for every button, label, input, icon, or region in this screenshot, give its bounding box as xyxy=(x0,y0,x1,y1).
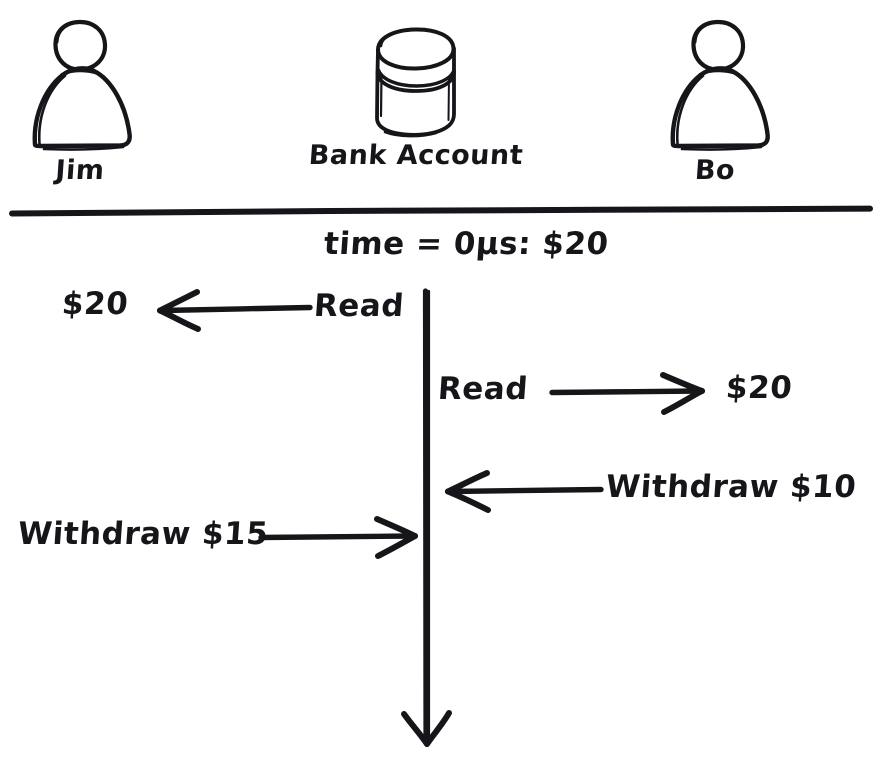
event-2-message: Read xyxy=(436,371,530,407)
event-1-result: $20 xyxy=(60,286,130,322)
actor-label-jim: Jim xyxy=(54,155,106,186)
event-1-message: Read xyxy=(312,288,406,324)
actor-label-bank-account: Bank Account xyxy=(307,140,525,171)
time-label: time = 0μs: $20 xyxy=(322,226,610,262)
timeline-arrow-shape xyxy=(401,288,452,747)
event-arrow-2 xyxy=(549,372,705,415)
event-4-message: Withdraw $15 xyxy=(16,516,270,552)
event-2-result: $20 xyxy=(724,370,794,406)
actor-label-bo: Bo xyxy=(693,155,737,186)
actor-figure-bank-account xyxy=(375,27,456,138)
header-divider-line xyxy=(9,205,873,217)
event-arrow-4 xyxy=(258,516,418,559)
event-3-message: Withdraw $10 xyxy=(604,469,858,505)
actor-figure-jim xyxy=(35,22,130,150)
event-arrow-1 xyxy=(157,289,313,332)
actor-figure-bo xyxy=(673,22,768,150)
event-arrow-3 xyxy=(445,470,604,513)
